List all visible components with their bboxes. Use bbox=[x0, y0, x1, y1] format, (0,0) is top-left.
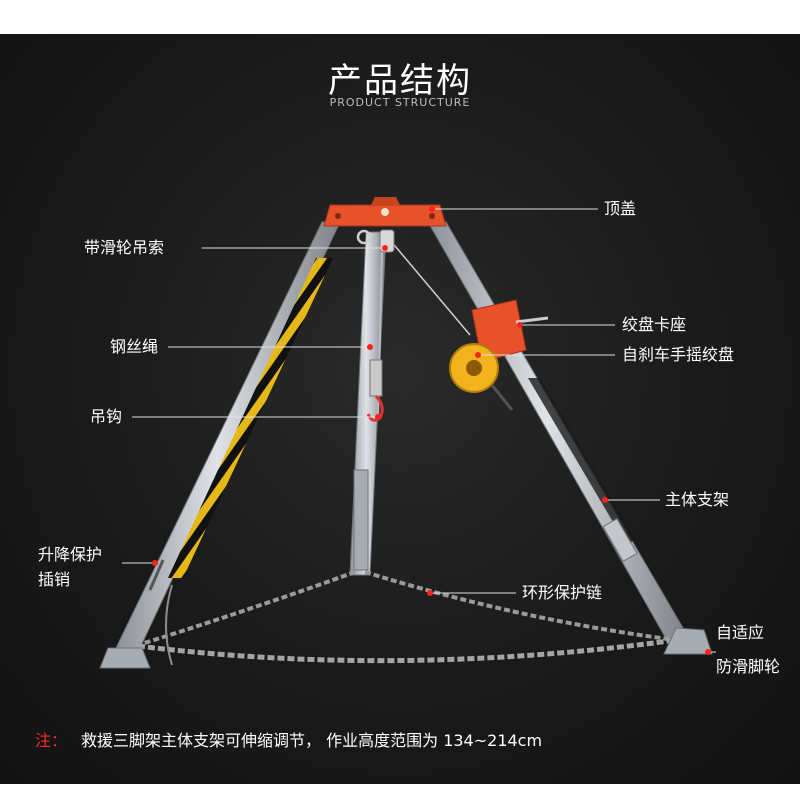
label-foot-line1: 自适应 bbox=[716, 623, 765, 642]
label-lift-pin-line2: 插销 bbox=[38, 570, 71, 589]
right-leg bbox=[427, 221, 691, 643]
rope-to-winch bbox=[389, 239, 471, 336]
label-hook: 吊钩 bbox=[90, 407, 123, 426]
top-cover bbox=[323, 197, 447, 227]
footnote-prefix: 注： bbox=[35, 731, 68, 750]
label-winch-mount: 绞盘卡座 bbox=[622, 315, 687, 334]
label-winch: 自刹车手摇绞盘 bbox=[622, 345, 735, 364]
ring-protection-chain bbox=[137, 570, 677, 666]
self-braking-winch bbox=[449, 343, 514, 411]
label-pulley-sling: 带滑轮吊索 bbox=[84, 238, 165, 257]
anti-slip-feet bbox=[99, 627, 713, 669]
label-lift-pin-line1: 升降保护 bbox=[38, 545, 103, 564]
footnote-text: 救援三脚架主体支架可伸缩调节， 作业高度范围为 134~214cm bbox=[81, 731, 543, 750]
page-title: 产品结构 bbox=[328, 61, 472, 101]
red-markers bbox=[152, 206, 711, 655]
middle-leg bbox=[349, 231, 387, 576]
label-top-cover: 顶盖 bbox=[604, 199, 637, 218]
leader-lines bbox=[122, 208, 716, 653]
left-leg bbox=[115, 221, 341, 649]
label-main-frame: 主体支架 bbox=[665, 490, 730, 509]
footnote: 注： 救援三脚架主体支架可伸缩调节， 作业高度范围为 134~214cm bbox=[35, 727, 542, 751]
label-foot-line2: 防滑脚轮 bbox=[716, 657, 781, 676]
label-wire-rope: 钢丝绳 bbox=[110, 337, 159, 356]
page-subtitle: PRODUCT STRUCTURE bbox=[329, 96, 471, 109]
label-ring-chain: 环形保护链 bbox=[522, 583, 603, 602]
